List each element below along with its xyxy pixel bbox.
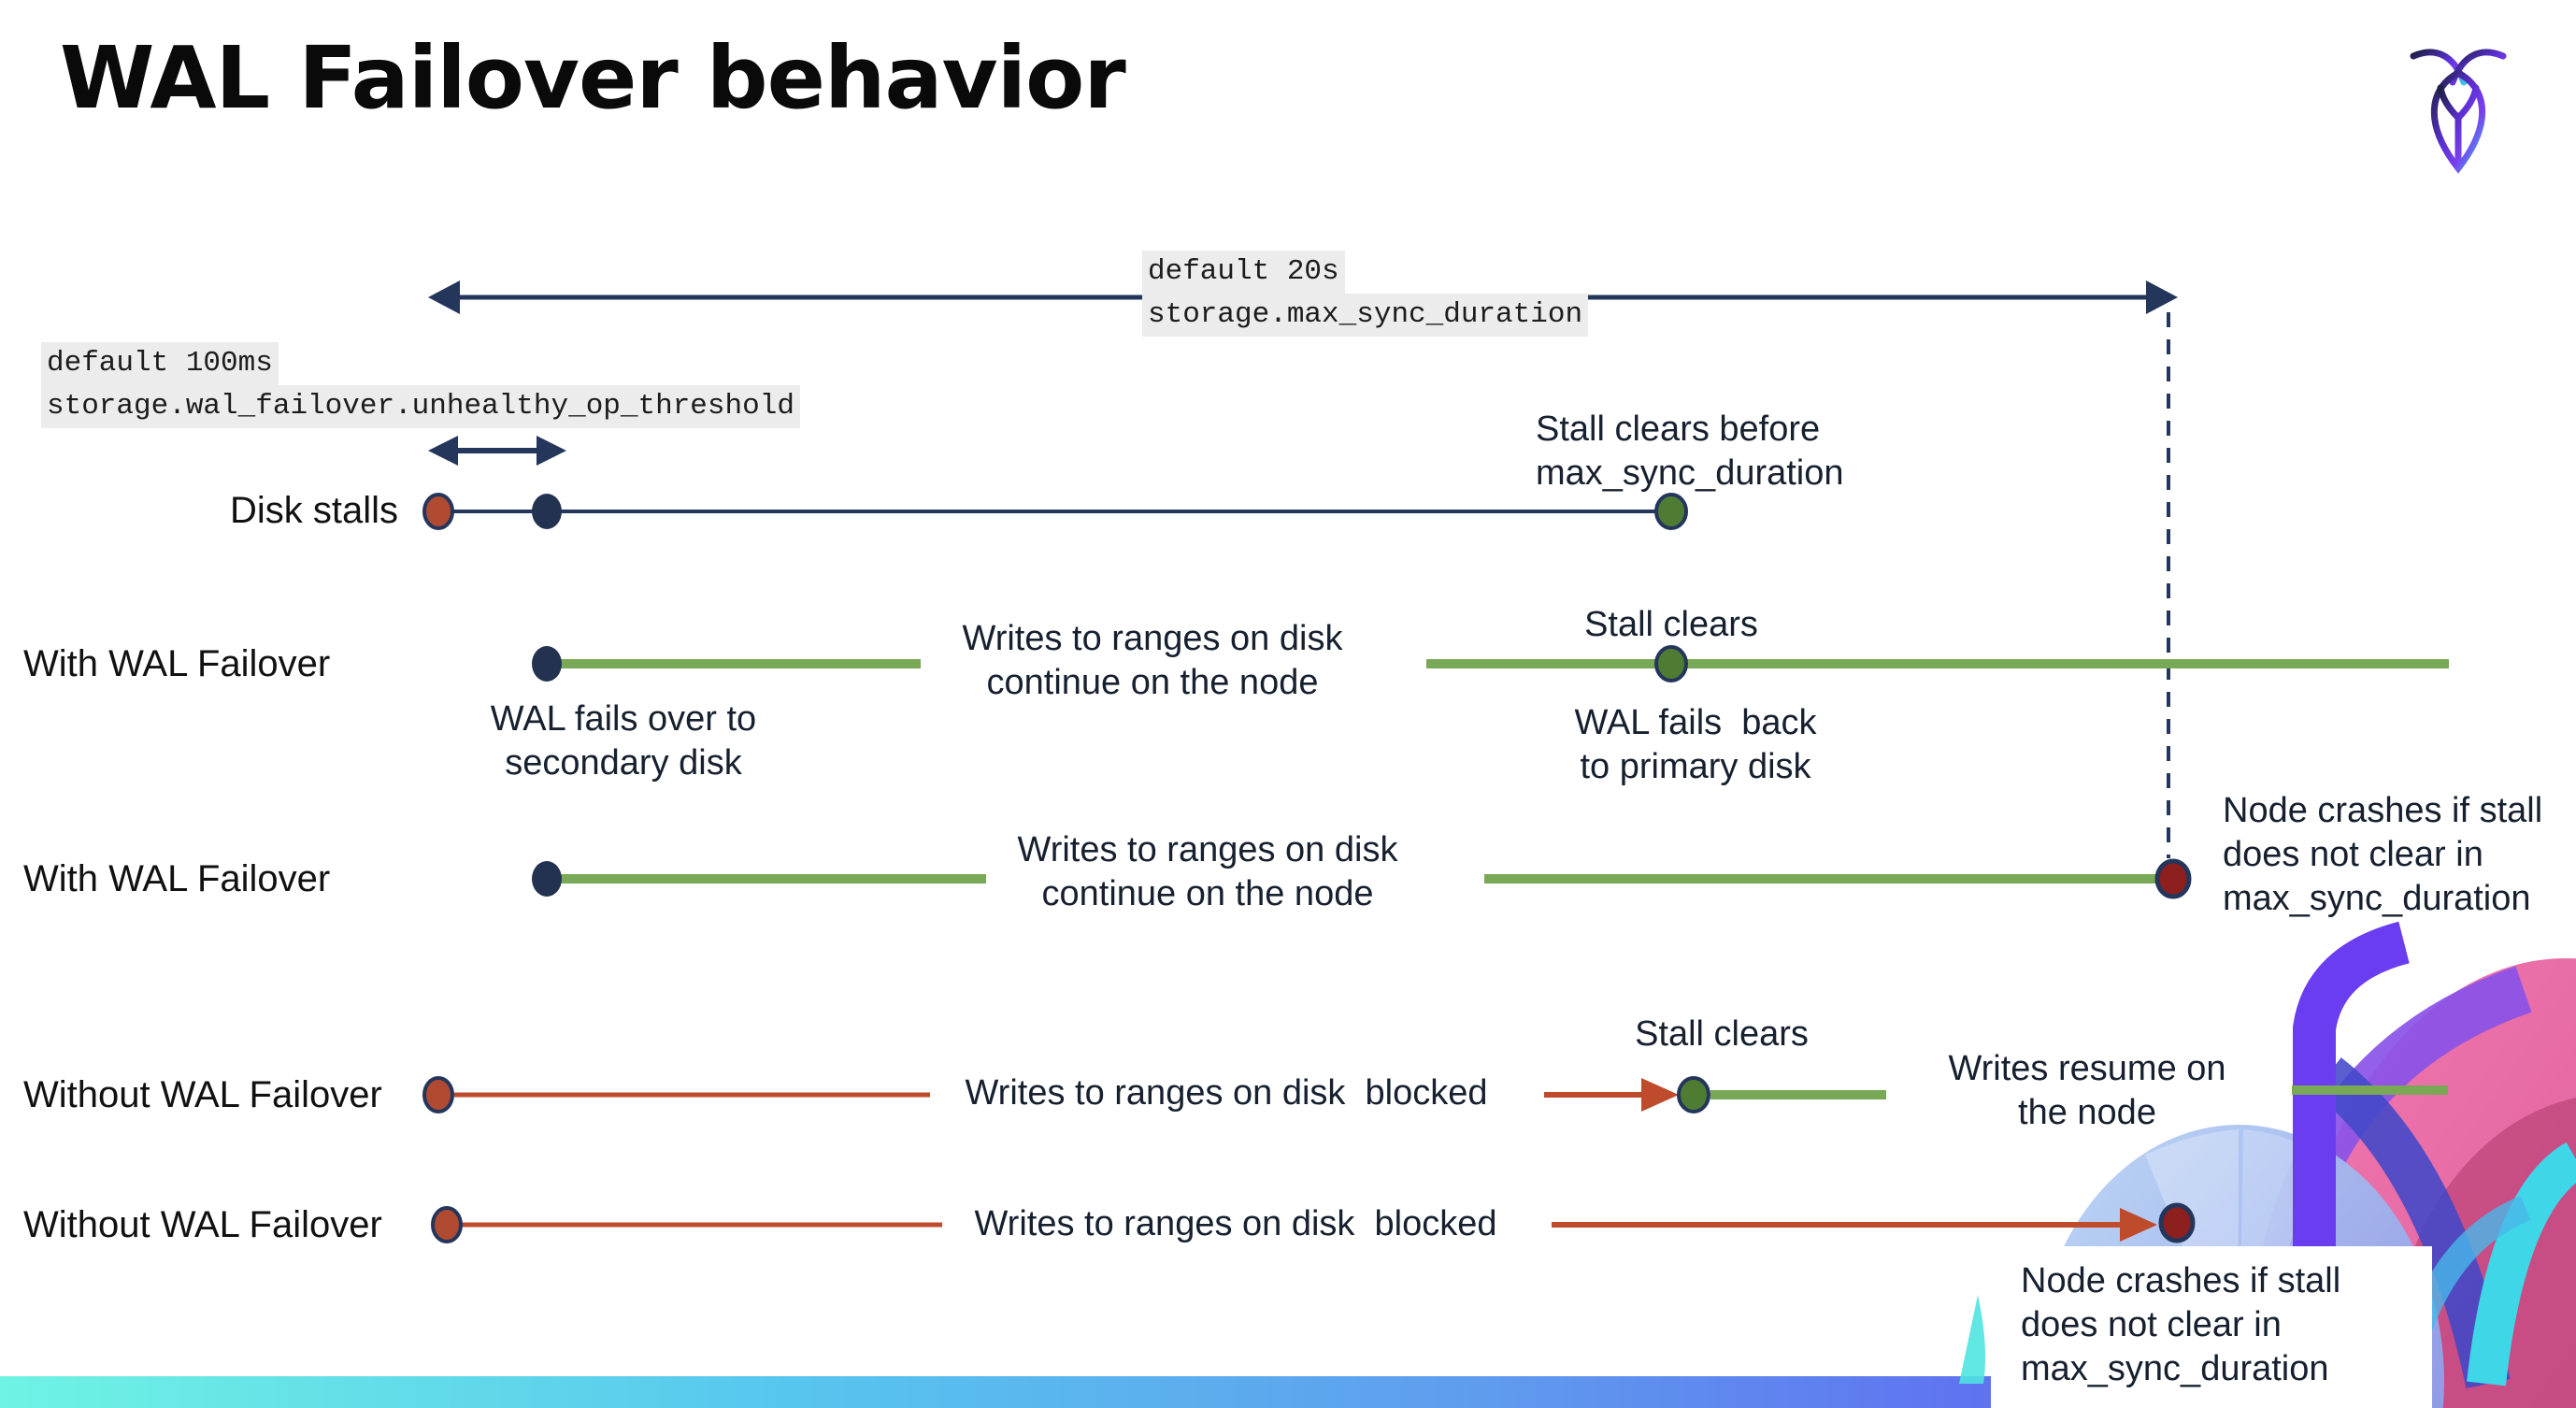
stall-start-dot	[422, 493, 454, 530]
node-crash-dot	[2158, 1202, 2196, 1243]
note-wal-fails-over: WAL fails over to secondary disk	[490, 699, 757, 783]
timeline-without-wal-failover-2	[431, 1202, 2196, 1243]
timeline-with-wal-failover-2	[532, 858, 2192, 899]
row-label-with-wal-failover-1: With WAL Failover	[23, 643, 331, 684]
unhealthy-op-setting-name: storage.wal_failover.unhealthy_op_thresh…	[41, 385, 800, 428]
page-title: WAL Failover behavior	[60, 28, 1126, 128]
max-sync-default-value: default 20s	[1142, 251, 1345, 294]
row-label-disk-stalls: Disk stalls	[230, 490, 399, 531]
timeline-without-wal-failover-1	[422, 1076, 2448, 1113]
max-sync-setting-name: storage.max_sync_duration	[1142, 294, 1589, 337]
row-label-without-wal-failover-1: Without WAL Failover	[23, 1074, 382, 1115]
note-wal-fails-back: WAL fails back to primary disk	[1574, 703, 1817, 786]
cockroachdb-logo-icon	[2410, 49, 2507, 174]
unhealthy-op-threshold-label: default 100ms storage.wal_failover.unhea…	[41, 342, 800, 428]
timeline-disk-stalls	[422, 493, 1688, 530]
note-writes-blocked-1: Writes to ranges on disk blocked	[965, 1073, 1488, 1113]
node-crash-dot	[2154, 858, 2192, 899]
timeline-with-wal-failover-1	[532, 645, 2449, 682]
stall-clears-dot	[1677, 1076, 1710, 1113]
note-node-crashes-2: Node crashes if stall does not clear in …	[2021, 1261, 2341, 1388]
note-node-crashes-1: Node crashes if stall does not clear in …	[2223, 791, 2543, 918]
unhealthy-op-threshold-arrow	[428, 436, 566, 466]
note-writes-blocked-2: Writes to ranges on disk blocked	[974, 1204, 1497, 1243]
failover-dot	[532, 646, 562, 682]
threshold-dot	[532, 494, 562, 529]
row-label-with-wal-failover-2: With WAL Failover	[23, 858, 331, 899]
note-writes-resume: Writes resume on the node	[1948, 1049, 2226, 1132]
note-writes-continue-2: Writes to ranges on disk continue on the…	[1017, 830, 1398, 913]
node-crashes-callout-box: Node crashes if stall does not clear in …	[1991, 1246, 2432, 1408]
note-writes-continue-1: Writes to ranges on disk continue on the…	[962, 619, 1343, 702]
max-sync-duration-label: default 20s storage.max_sync_duration	[1142, 251, 1589, 337]
failover-dot	[532, 861, 562, 897]
stall-clears-dot	[1654, 645, 1688, 682]
row-label-without-wal-failover-2: Without WAL Failover	[23, 1204, 382, 1245]
stall-start-dot	[422, 1076, 454, 1113]
stall-start-dot	[431, 1206, 463, 1243]
note-stall-clears-before: Stall clears before max_sync_duration	[1536, 409, 1844, 493]
stall-clears-dot	[1654, 493, 1688, 530]
note-stall-clears-2: Stall clears	[1635, 1014, 1809, 1054]
unhealthy-op-default-value: default 100ms	[41, 342, 279, 385]
note-stall-clears-1: Stall clears	[1584, 605, 1758, 644]
